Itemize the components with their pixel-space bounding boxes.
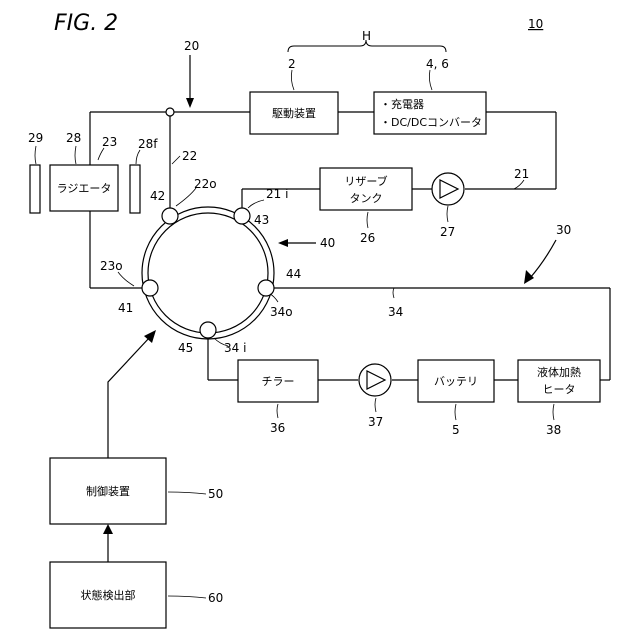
ref-26: 26 xyxy=(360,231,375,245)
chiller-label: チラー xyxy=(262,375,295,388)
controller-label: 制御装置 xyxy=(86,484,130,498)
ref-23: 23 xyxy=(102,135,117,149)
ref-20: 20 xyxy=(184,39,199,53)
control-arrows xyxy=(108,337,150,562)
ref-36: 36 xyxy=(270,421,285,435)
heater-label-1: 液体加熱 xyxy=(537,365,581,379)
valve-45 xyxy=(200,322,216,338)
ring-valves xyxy=(142,208,274,338)
ref-4-6: 4, 6 xyxy=(426,57,449,71)
ref-50: 50 xyxy=(208,487,223,501)
ref-43: 43 xyxy=(254,213,269,227)
battery-label: バッテリ xyxy=(434,375,478,388)
junction-node xyxy=(166,108,174,116)
charger-label-2: ・DC/DCコンバータ xyxy=(380,116,482,129)
ref-34i: 34 i xyxy=(224,341,246,355)
ref-21: 21 xyxy=(514,167,529,181)
ref-40: 40 xyxy=(320,236,335,250)
figure-title: FIG. 2 xyxy=(54,11,118,36)
ref-30: 30 xyxy=(556,223,571,237)
ref-44: 44 xyxy=(286,267,301,281)
group-label-h: H xyxy=(362,29,371,43)
reserve-label-1: リザーブ xyxy=(344,174,387,188)
shroud-29 xyxy=(30,165,40,213)
ref-42: 42 xyxy=(150,189,165,203)
ref-40-arrow xyxy=(278,239,316,247)
ref-2: 2 xyxy=(288,57,296,71)
ref-23o: 23o xyxy=(100,259,123,273)
ref-34o: 34o xyxy=(270,305,293,319)
ref-41: 41 xyxy=(118,301,133,315)
ref-34: 34 xyxy=(388,305,403,319)
ref-20-arrow xyxy=(186,55,194,108)
ref-27: 27 xyxy=(440,225,455,239)
ref-30-arrow xyxy=(524,240,556,284)
charger-label-1: ・充電器 xyxy=(380,97,424,111)
ref-45: 45 xyxy=(178,341,193,355)
ref-38: 38 xyxy=(546,423,561,437)
arrowhead-to-controller xyxy=(103,524,113,534)
valve-43 xyxy=(234,208,250,224)
ref-22o: 22o xyxy=(194,177,217,191)
valve-42 xyxy=(162,208,178,224)
ref-5: 5 xyxy=(452,423,460,437)
reserve-label-2: タンク xyxy=(350,192,383,205)
ref-28f: 28f xyxy=(138,137,158,151)
valve-41 xyxy=(142,280,158,296)
pump-37 xyxy=(359,364,391,396)
ref-21i: 21 i xyxy=(266,187,288,201)
system-ref-10: 10 xyxy=(528,17,543,31)
heater-label-2: ヒータ xyxy=(543,383,576,396)
drive-label: 駆動装置 xyxy=(272,106,316,120)
ref-22: 22 xyxy=(182,149,197,163)
detector-label: 状態検出部 xyxy=(81,588,136,602)
ref-60: 60 xyxy=(208,591,223,605)
ref-28: 28 xyxy=(66,131,81,145)
pipes xyxy=(90,112,610,380)
pump-27 xyxy=(432,173,464,205)
ref-37: 37 xyxy=(368,415,383,429)
fan-28f xyxy=(130,165,140,213)
valve-44 xyxy=(258,280,274,296)
radiator-label: ラジエータ xyxy=(57,182,112,195)
ref-29: 29 xyxy=(28,131,43,145)
